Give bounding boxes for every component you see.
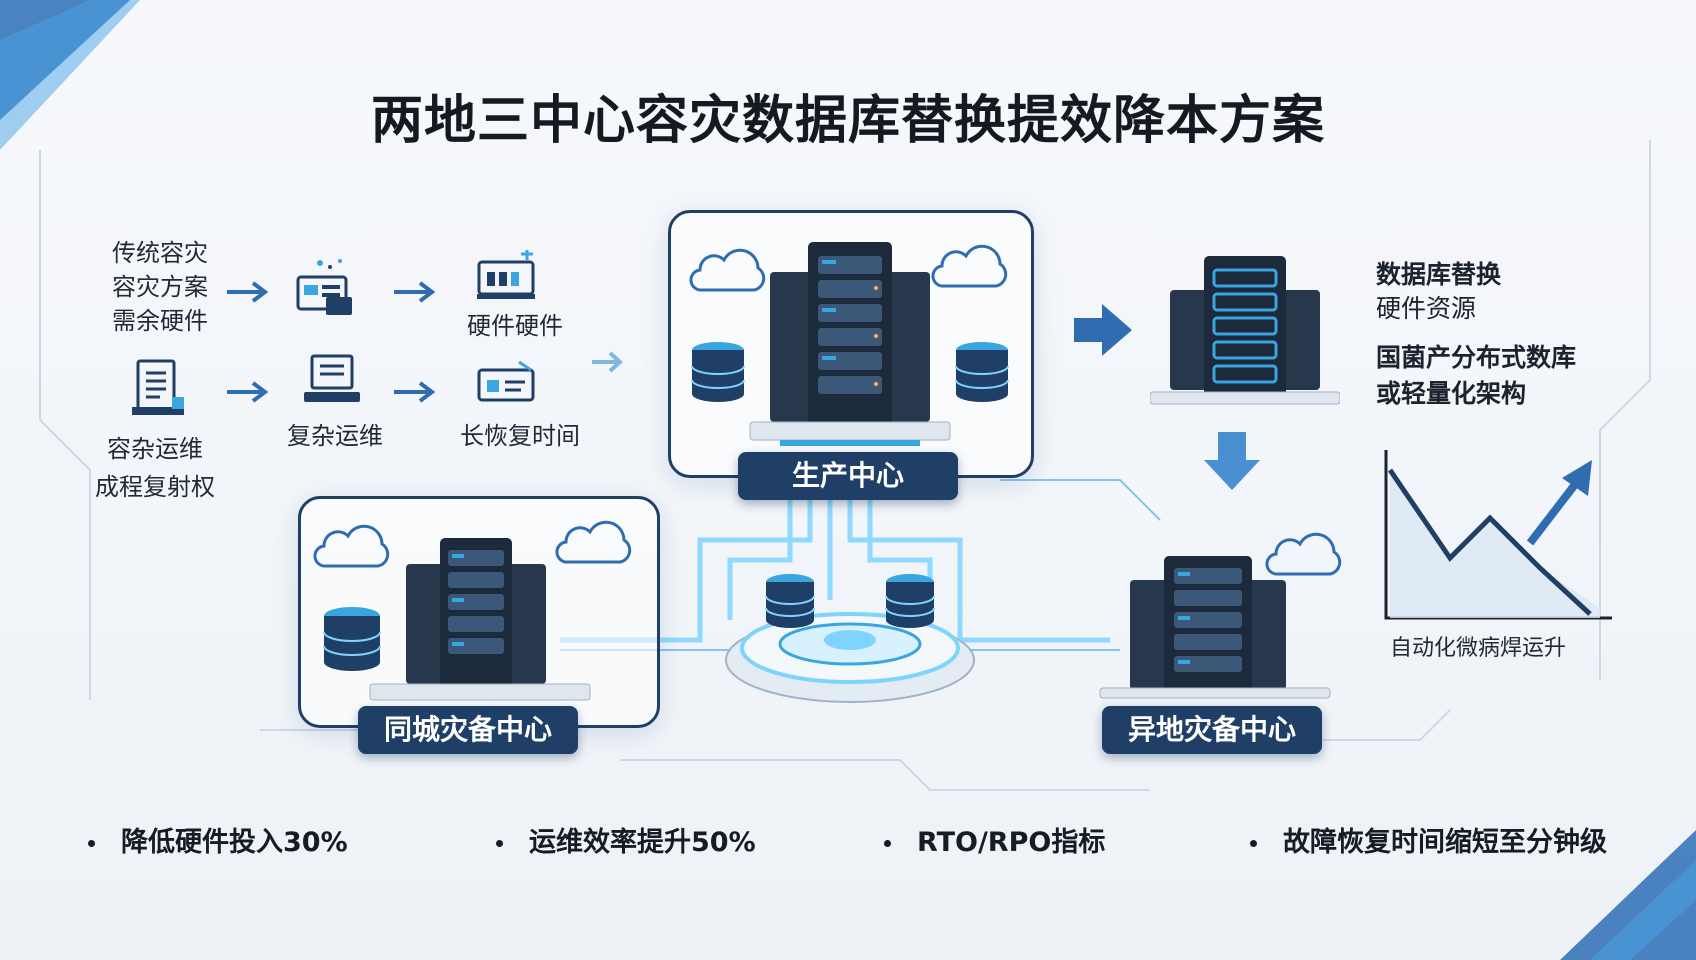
bullet-dot-icon (884, 840, 891, 847)
ops-line-2: 成程复射权 (95, 473, 215, 501)
traditional-line-1: 传统容灾 (112, 239, 208, 267)
central-hub (725, 574, 975, 703)
traditional-line-2: 容灾方案 (112, 273, 208, 301)
chart-caption: 自动化微病焊运升 (1390, 636, 1567, 661)
bullet-text: RTO/RPO指标 (917, 827, 1106, 858)
bullet-dot-icon (496, 840, 503, 847)
arrow-right-icon (227, 381, 269, 403)
bullet-rto: RTO/RPO指标 (884, 820, 1105, 859)
ops-label: 容杂运维 成程复射权 (80, 430, 230, 506)
target-arch-text: 国菌产分布式数库 或轻量化架构 (1376, 340, 1576, 412)
traditional-line-3: 需余硬件 (112, 307, 208, 335)
ops-line-1: 容杂运维 (107, 435, 203, 463)
recovery-icon (477, 360, 535, 402)
bullet-hardware: 降低硬件投入30% (88, 820, 348, 859)
arrow-right-icon (1074, 304, 1132, 356)
complex-ops-label: 复杂运维 (287, 422, 383, 450)
same-city-servers (313, 520, 632, 701)
arrow-right-icon (394, 381, 436, 403)
traditional-label: 传统容灾 容灾方案 需余硬件 (95, 236, 225, 338)
redundant-hardware-icon (477, 250, 535, 299)
remote-center-label: 异地灾备中心 (1102, 706, 1322, 754)
arrow-down-icon (1204, 432, 1260, 490)
replace-line-2: 硬件资源 (1376, 294, 1477, 323)
replace-line-1: 数据库替换 (1376, 260, 1502, 289)
hardware-icon (296, 259, 352, 315)
arrow-right-icon (394, 281, 436, 303)
remote-servers (1099, 532, 1342, 699)
monitor-icon (304, 354, 360, 402)
cost-trend-chart (1384, 450, 1612, 620)
production-servers (689, 242, 1009, 446)
bullet-ops: 运维效率提升50% (496, 820, 756, 859)
bullet-text: 运维效率提升50% (529, 827, 756, 858)
bullet-dot-icon (1250, 840, 1257, 847)
same-city-center-label: 同城灾备中心 (358, 706, 578, 754)
replace-text: 数据库替换 硬件资源 (1376, 258, 1501, 326)
bullet-text: 降低硬件投入30% (121, 827, 348, 858)
target-line-1: 国菌产分布式数库 (1376, 343, 1577, 372)
bullet-dot-icon (88, 840, 95, 847)
arrow-right-light-icon (592, 351, 623, 373)
bullet-recovery: 故障恢复时间缩短至分钟级 (1250, 820, 1607, 859)
target-line-2: 或轻量化架构 (1376, 379, 1527, 408)
recovery-time-label: 长恢复时间 (460, 422, 580, 450)
redundant-hardware-label: 硬件硬件 (467, 312, 563, 340)
production-center-label: 生产中心 (738, 452, 958, 500)
page-title: 两地三中心容灾数据库替换提效降本方案 (370, 91, 1325, 151)
bullet-text: 故障恢复时间缩短至分钟级 (1283, 827, 1607, 858)
replacement-servers (1150, 256, 1340, 405)
document-stack-icon (132, 359, 184, 415)
arrow-right-icon (227, 281, 269, 303)
